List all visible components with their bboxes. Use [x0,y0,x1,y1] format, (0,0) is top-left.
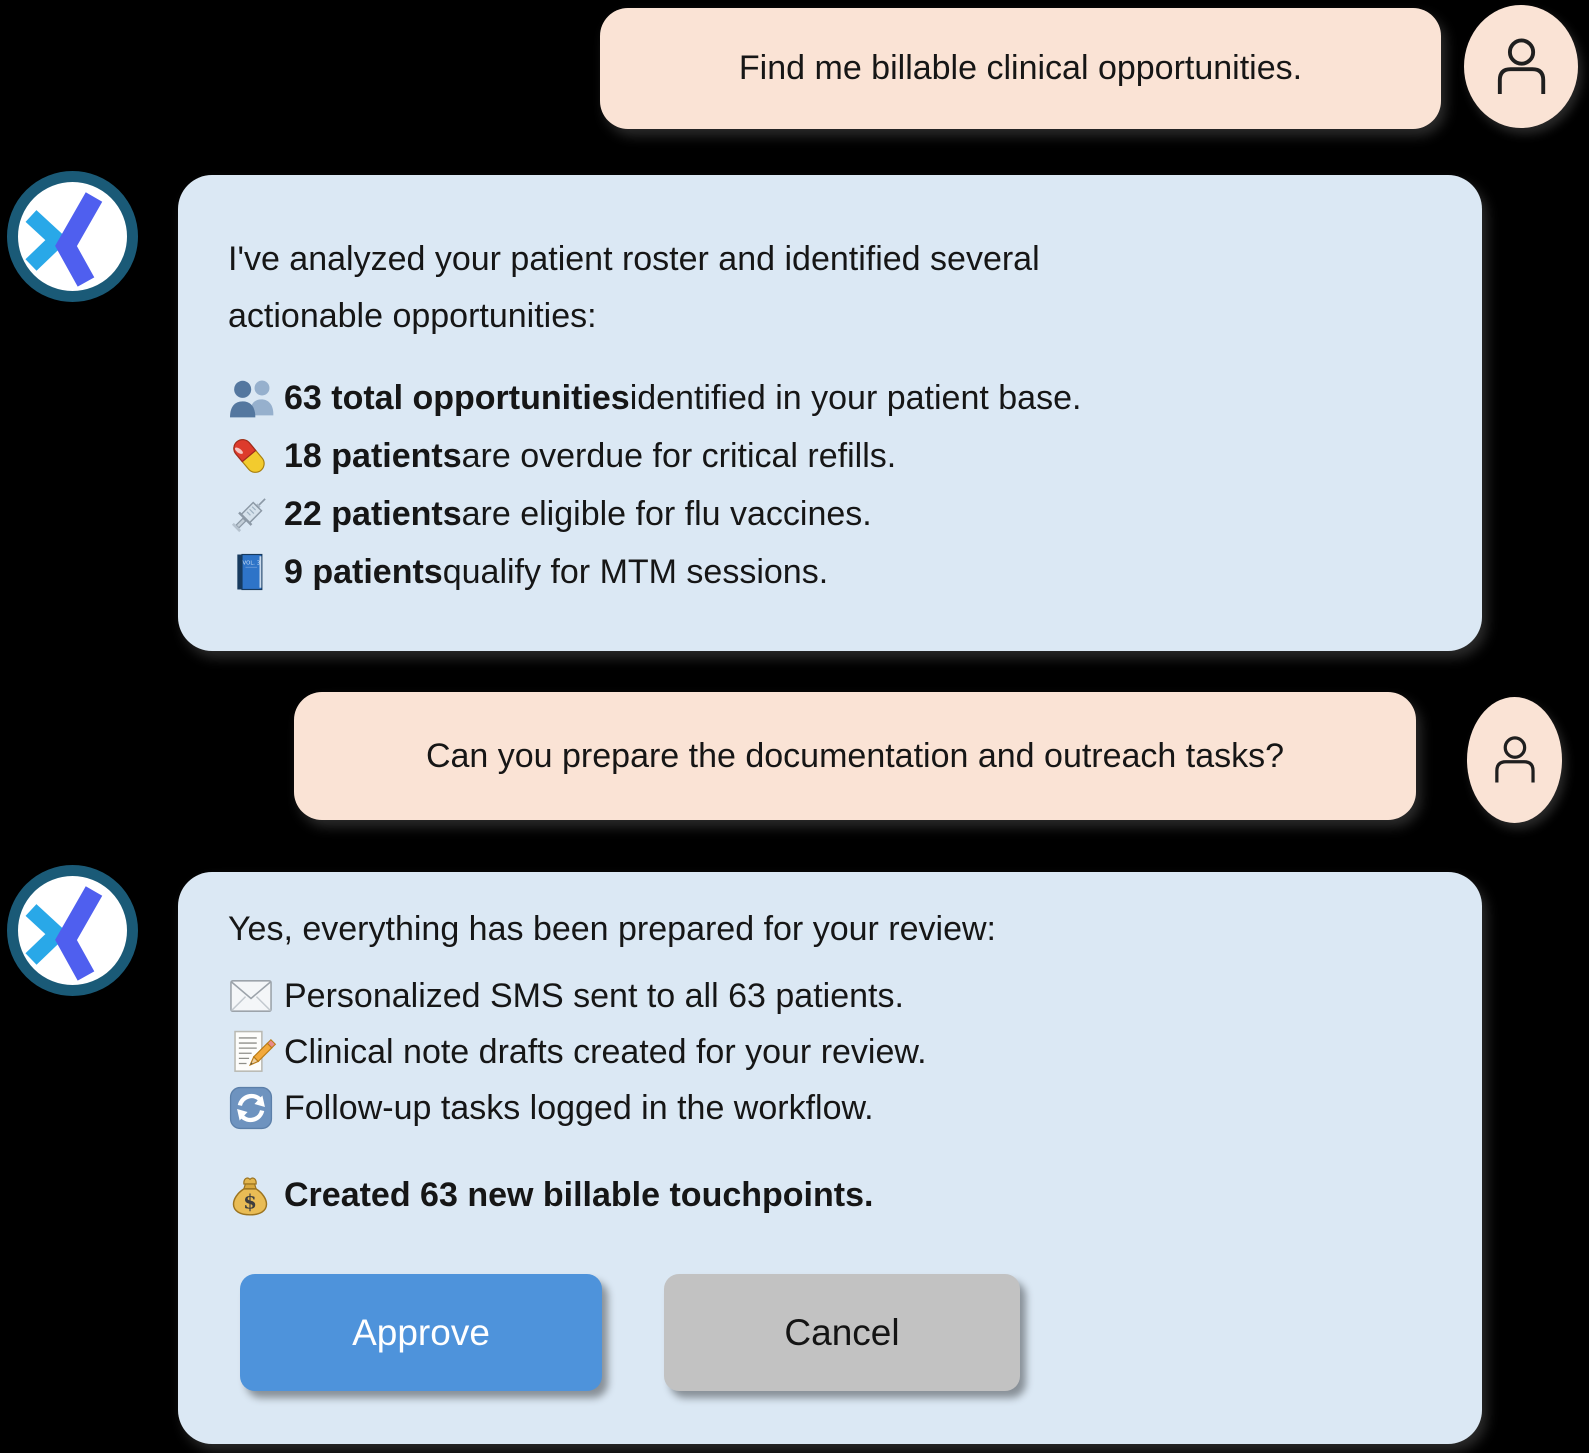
assistant-intro-line: I've analyzed your patient roster and id… [228,240,1040,278]
user-avatar [1467,697,1562,823]
person-icon [1498,38,1546,94]
assistant-intro-line: Yes, everything has been prepared for yo… [228,910,996,948]
list-item-opportunities: 63 total opportunities identified in you… [228,369,1432,427]
prepared-tasks-list: Personalized SMS sent to all 63 patients… [228,968,1432,1136]
item-text: Clinical note drafts created for your re… [284,1032,927,1071]
item-text: identified in your patient base. [629,378,1082,417]
item-text: are eligible for flu vaccines. [461,494,872,533]
item-text: Personalized SMS sent to all 63 patients… [284,976,904,1015]
moneybag-icon: $ [228,1171,280,1219]
list-item-followup: Follow-up tasks logged in the workflow. [228,1080,1432,1136]
item-text: qualify for MTM sessions. [442,552,829,591]
assistant-message-bubble: Yes, everything has been prepared for yo… [178,872,1482,1444]
person-icon [1495,736,1535,783]
user-message-text: Can you prepare the documentation and ou… [425,736,1285,775]
item-bold-text: 63 total opportunities [284,378,630,417]
item-bold-text: 18 patients [284,436,462,475]
list-item-notes: Clinical note drafts created for your re… [228,1024,1432,1080]
item-text: Follow-up tasks logged in the workflow. [284,1088,874,1127]
cancel-button[interactable]: Cancel [664,1274,1020,1391]
item-bold-text: 9 patients [284,552,443,591]
billable-summary-line: $ Created 63 new billable touchpoints. [228,1166,1432,1224]
list-item-refills: 18 patients are overdue for critical ref… [228,427,1432,485]
item-bold-text: 22 patients [284,494,462,533]
syringe-icon [228,492,280,536]
assistant-intro-line: actionable opportunities: [228,297,597,335]
highlight-text: Created 63 new billable touchpoints. [284,1175,874,1214]
book-icon: VOL. 3 [228,550,280,594]
envelope-icon [228,979,280,1013]
svg-text:$: $ [243,1190,257,1213]
approve-button[interactable]: Approve [240,1274,602,1391]
user-message-bubble: Find me billable clinical opportunities. [600,8,1441,129]
assistant-message-bubble: I've analyzed your patient roster and id… [178,175,1482,651]
pill-icon [228,435,280,477]
opportunities-list: 63 total opportunities identified in you… [228,369,1432,601]
people-icon [228,378,280,418]
user-avatar [1464,5,1578,128]
refresh-icon [228,1085,280,1131]
user-message-bubble: Can you prepare the documentation and ou… [294,692,1416,820]
list-item-vaccines: 22 patients are eligible for flu vaccine… [228,485,1432,543]
assistant-logo-icon [5,169,140,304]
user-message-text: Find me billable clinical opportunities. [738,49,1303,87]
svg-text:VOL. 3: VOL. 3 [243,560,261,566]
list-item-sms: Personalized SMS sent to all 63 patients… [228,968,1432,1024]
action-button-row: Approve Cancel [228,1274,1432,1391]
assistant-logo-icon [5,863,140,998]
item-text: are overdue for critical refills. [461,436,897,475]
list-item-mtm: VOL. 3 9 patients qualify for MTM sessio… [228,543,1432,601]
memo-icon [228,1028,280,1076]
